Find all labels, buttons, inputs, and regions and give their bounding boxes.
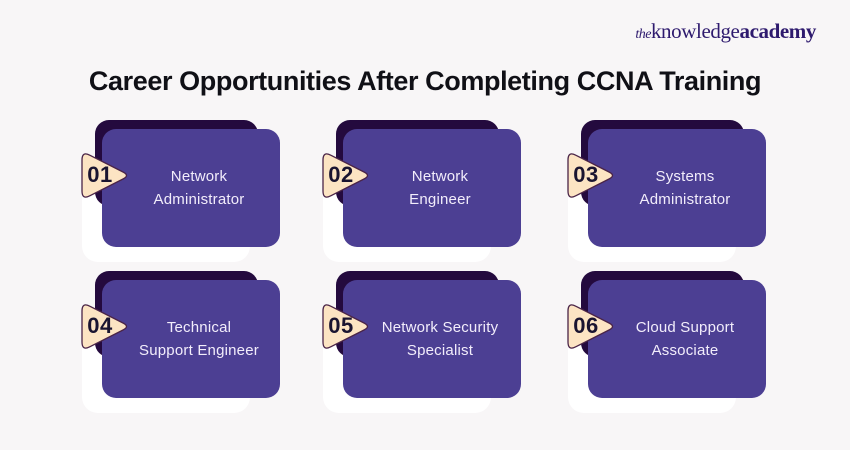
badge-number: 03	[573, 162, 599, 187]
number-badge: 03	[563, 146, 619, 206]
career-card-3: Systems Administrator 03	[563, 120, 773, 265]
badge-number: 01	[87, 162, 113, 187]
number-badge: 02	[318, 146, 374, 206]
career-card-6: Cloud Support Associate 06	[563, 271, 773, 416]
career-card-1: Network Administrator 01	[77, 120, 287, 265]
card-body: Network Administrator	[102, 129, 280, 247]
arrow-triangle-icon	[81, 153, 128, 198]
card-body: Systems Administrator	[588, 129, 766, 247]
arrow-triangle-icon	[567, 153, 614, 198]
brand-logo: theknowledgeacademy	[635, 19, 816, 47]
number-badge: 06	[563, 297, 619, 357]
card-body: Network Engineer	[343, 129, 521, 247]
arrow-triangle-icon	[322, 304, 369, 349]
career-card-5: Network Security Specialist 05	[318, 271, 528, 416]
logo-part-academy: academy	[739, 19, 816, 43]
card-body: Technical Support Engineer	[102, 280, 280, 398]
arrow-triangle-icon	[567, 304, 614, 349]
number-badge: 01	[77, 146, 133, 206]
logo-part-knowledge: knowledge	[650, 19, 740, 43]
career-card-4: Technical Support Engineer 04	[77, 271, 287, 416]
card-label: Systems Administrator	[639, 167, 731, 208]
card-label: Network Engineer	[409, 167, 471, 208]
page-title: Career Opportunities After Completing CC…	[88, 66, 762, 96]
card-label: Technical Support Engineer	[139, 318, 259, 359]
badge-number: 05	[328, 313, 354, 338]
number-badge: 05	[318, 297, 374, 357]
card-label: Network Security Specialist	[381, 318, 499, 359]
badge-number: 06	[573, 313, 599, 338]
arrow-triangle-icon	[81, 304, 128, 349]
badge-number: 04	[87, 313, 113, 338]
logo-part-the: the	[635, 27, 651, 42]
card-label: Cloud Support Associate	[635, 318, 735, 359]
number-badge: 04	[77, 297, 133, 357]
arrow-triangle-icon	[322, 153, 369, 198]
card-label: Network Administrator	[153, 167, 245, 208]
card-body: Cloud Support Associate	[588, 280, 766, 398]
card-body: Network Security Specialist	[343, 280, 521, 398]
career-card-2: Network Engineer 02	[318, 120, 528, 265]
badge-number: 02	[328, 162, 354, 187]
